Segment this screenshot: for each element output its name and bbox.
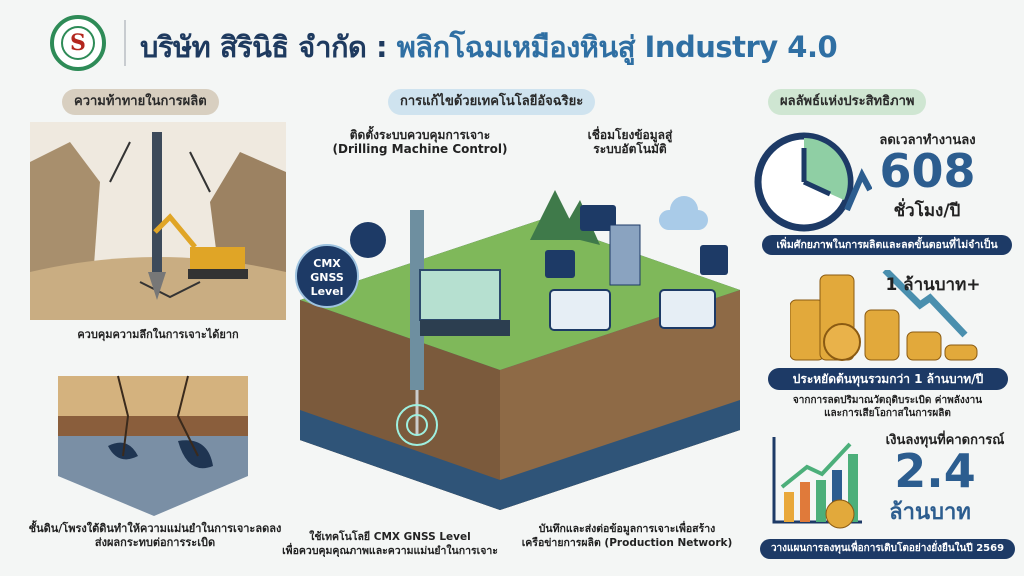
header-divider [124, 20, 126, 66]
solution-caption-right-line2: เครือข่ายการผลิต (Production Network) [521, 537, 733, 549]
label-drilling-control: ติดตั้งระบบควบคุมการเจาะ(Drilling Machin… [300, 128, 540, 156]
label-automation: เชื่อมโยงข้อมูลสู่ระบบอัตโนมัติ [560, 128, 700, 156]
cost-note-line1: จากการลดปริมาณวัตถุดิบระเบิด ค่าพลังงาน [792, 395, 983, 406]
solution-caption-right: บันทึกและส่งต่อข้อมูลการเจาะเพื่อสร้างเค… [512, 522, 742, 550]
badge-line1: CMX [313, 257, 341, 270]
time-top-label: ลดเวลาทำงานลง [879, 133, 976, 148]
badge-line3: Level [310, 285, 344, 298]
time-value: 608 [879, 144, 976, 198]
cost-note: จากการลดปริมาณวัตถุดิบระเบิด ค่าพลังงานแ… [760, 394, 1015, 420]
logo-letter: S [61, 26, 95, 60]
time-banner: เพิ่มศักยภาพในการผลิตและลดขั้นตอนที่ไม่จ… [762, 235, 1012, 255]
challenge-caption-2: ชั้นดิน/โพรงใต้ดินทำให้ความแม่นยำในการเจ… [20, 522, 290, 550]
label-dmc-line2: (Drilling Machine Control) [332, 142, 508, 156]
cost-headline: 1 ล้านบาท+ [885, 275, 981, 295]
section-results-pill: ผลลัพธ์แห่งประสิทธิภาพ [768, 89, 927, 115]
challenge-caption-2-line1: ชั้นดิน/โพรงใต้ดินทำให้ความแม่นยำในการเจ… [28, 522, 282, 535]
cost-note-line2: และการเสียโอกาสในการผลิต [824, 408, 951, 419]
drilling-cliff-illustration [30, 122, 286, 320]
section-challenges-pill: ความท้าทายในการผลิต [62, 89, 219, 115]
solution-caption-left-line2: เพื่อควบคุมคุณภาพและความแม่นยำในการเจาะ [282, 545, 498, 557]
cost-banner: ประหยัดต้นทุนรวมกว่า 1 ล้านบาท/ปี [768, 368, 1008, 390]
challenge-caption-1: ควบคุมความลึกในการเจาะได้ยาก [77, 328, 239, 341]
badge-line2: GNSS [310, 271, 344, 284]
title-rest: พลิกโฉมเหมืองหินสู่ Industry 4.0 [396, 30, 838, 64]
challenge-caption-2-line2: ส่งผลกระทบต่อการระเบิด [94, 536, 216, 549]
title-company: บริษัท สิรินิธิ จำกัด : [140, 30, 388, 64]
label-auto-line2: ระบบอัตโนมัติ [593, 142, 667, 156]
investment-growth-chart-icon [772, 437, 862, 529]
underground-cavity-illustration [58, 375, 248, 516]
coins-decline-icon [790, 270, 978, 361]
page-title: บริษัท สิรินิธิ จำกัด : พลิกโฉมเหมืองหิน… [140, 24, 838, 70]
label-auto-line1: เชื่อมโยงข้อมูลสู่ [587, 128, 673, 142]
solution-caption-right-line1: บันทึกและส่งต่อข้อมูลการเจาะเพื่อสร้าง [538, 523, 716, 535]
invest-top-label: เงินลงทุนที่คาดการณ์ [885, 433, 1005, 448]
invest-unit: ล้านบาท [889, 500, 971, 525]
invest-value: 2.4 [894, 444, 976, 498]
solution-caption-left-line1: ใช้เทคโนโลยี CMX GNSS Level [309, 531, 471, 543]
time-unit: ชั่วโมง/ปี [893, 201, 961, 221]
smart-mine-isometric-illustration [300, 190, 740, 510]
company-logo: S [50, 15, 106, 71]
solution-caption-left: ใช้เทคโนโลยี CMX GNSS Level เพื่อควบคุมคุ… [270, 530, 510, 558]
clock-icon [754, 132, 872, 232]
label-dmc-line1: ติดตั้งระบบควบคุมการเจาะ [349, 128, 491, 142]
invest-banner: วางแผนการลงทุนเพื่อการเติบโตอย่างยั่งยืน… [760, 539, 1015, 559]
section-solution-pill: การแก้ไขด้วยเทคโนโลยีอัจฉริยะ [388, 89, 596, 115]
